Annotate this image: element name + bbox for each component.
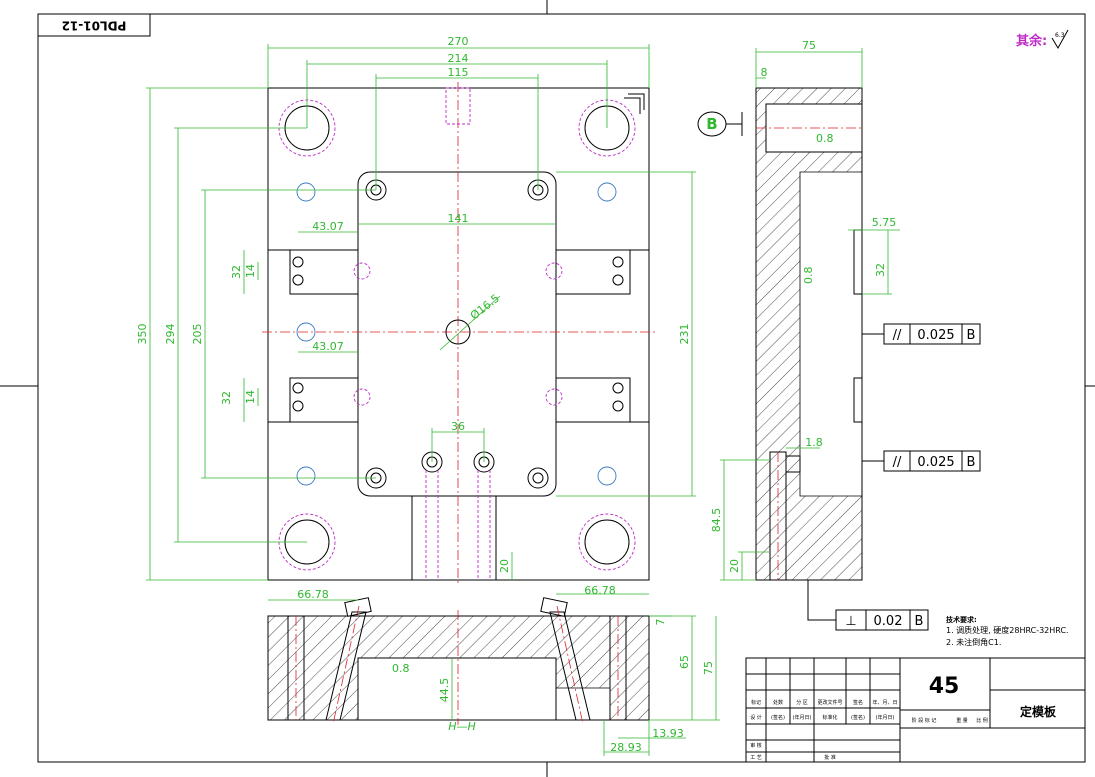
datum-letter: B: [706, 115, 717, 133]
tol-value: 0.025: [917, 455, 954, 470]
side-dimensions: 75 8 5.75 32 1.8 84.5 20 0.8 0.8: [710, 39, 900, 581]
tb-stage: 阶 段 标 记: [912, 717, 937, 724]
dim-44-5: 44.5: [438, 678, 451, 703]
tol-symbol: //: [893, 328, 902, 343]
dim-13-93: 13.93: [652, 727, 684, 740]
tb-header-1: 标记: [751, 699, 761, 706]
dim-214: 214: [448, 52, 469, 65]
tb-header-4: 更改文件号: [817, 699, 842, 706]
tb-design-2: (签名): [771, 714, 785, 721]
technical-requirements: 技术要求: 1. 调质处理, 硬度28HRC-32HRC. 2. 未注倒角C1.: [946, 615, 1069, 647]
dim-270: 270: [448, 35, 469, 48]
dim-20-side: 20: [728, 559, 741, 573]
drawing-code: PDL01-12: [62, 19, 127, 33]
dim-205: 205: [191, 324, 204, 345]
dim-14-b: 14: [244, 390, 257, 404]
dim-32-b: 32: [220, 391, 233, 405]
dim-43-07-b: 43.07: [312, 340, 344, 353]
tb-design-3: (年月日): [793, 714, 812, 721]
tolerance-frame-1: // 0.025 B: [862, 323, 981, 345]
tb-design-5: (签名): [851, 714, 865, 721]
roughness-symbol-icon: [1051, 29, 1069, 49]
dim-350: 350: [136, 324, 149, 345]
title-block: 标记 处数 分 区 更改文件号 签名 年、月、日 设 计 (签名) (年月日) …: [745, 657, 1086, 763]
tb-header-6: 年、月、日: [872, 699, 897, 706]
tol-symbol: ⊥: [845, 614, 856, 629]
tol-value: 0.02: [874, 614, 903, 629]
dim-75-section: 75: [702, 661, 715, 675]
dim-7: 7: [654, 619, 667, 626]
roughness-value: 6.3: [1055, 32, 1065, 39]
section-dimensions: 66.78 66.78 7 65 75 44.5 13.93 28.93 0.8: [268, 584, 720, 756]
plate-outline: [267, 87, 650, 581]
tb-review: 审 核: [750, 742, 762, 749]
datum-b-marker: B: [697, 111, 743, 137]
dim-20-plan: 20: [498, 559, 511, 573]
surface-note-label: 其余:: [1016, 33, 1047, 49]
drawing-frame: [37, 13, 1086, 763]
dim-32-side: 32: [874, 263, 887, 277]
part-name: 定模板: [1020, 704, 1057, 719]
surface-note: 其余: 6.3: [1016, 29, 1069, 49]
dim-32-a: 32: [230, 265, 243, 279]
dim-231: 231: [678, 324, 691, 345]
tol-datum: B: [967, 328, 976, 343]
dim-28-93: 28.93: [610, 741, 642, 754]
rough-0-8-a: 0.8: [816, 132, 834, 145]
dim-66-78-b: 66.78: [584, 584, 616, 597]
tb-scale: 比 例: [976, 717, 988, 724]
dim-dia-16-5: Ø16.5: [468, 292, 502, 323]
dim-14-a: 14: [244, 264, 257, 278]
dim-65: 65: [678, 655, 691, 669]
tb-header-5: 签名: [853, 699, 863, 706]
dim-141: 141: [448, 212, 469, 225]
tech-note-title: 技术要求:: [946, 615, 977, 624]
material-code: 45: [929, 674, 960, 699]
dim-115: 115: [448, 66, 469, 79]
tb-design-6: (年月日): [876, 714, 895, 721]
dim-36: 36: [451, 420, 465, 433]
dim-66-78-a: 66.78: [297, 588, 329, 601]
plan-view: 270 214 115 141 43.07 43.07 32 14 32 14 …: [136, 35, 696, 585]
tb-process: 工 艺: [750, 755, 762, 761]
drawing-code-box: PDL01-12: [37, 13, 151, 37]
tol-datum: B: [915, 614, 924, 629]
tb-header-2: 处数: [773, 699, 783, 706]
tb-design-4: 标准化: [822, 714, 837, 721]
tb-header-3: 分 区: [796, 699, 808, 706]
dim-5-75: 5.75: [872, 216, 897, 229]
dim-43-07-a: 43.07: [312, 220, 344, 233]
tol-datum: B: [967, 455, 976, 470]
tb-weight: 重 量: [956, 717, 968, 724]
return-pin-hole-icon: [296, 182, 617, 486]
dim-84-5: 84.5: [710, 508, 723, 533]
plan-dimensions: 270 214 115 141 43.07 43.07 32 14 32 14 …: [136, 35, 696, 581]
tolerance-frame-3: ⊥ 0.02 B: [807, 580, 929, 631]
section-view: 66.78 66.78 7 65 75 44.5 13.93 28.93 0.8…: [267, 584, 720, 756]
dim-294: 294: [164, 324, 177, 345]
tol-symbol: //: [893, 455, 902, 470]
tech-note-1: 1. 调质处理, 硬度28HRC-32HRC.: [946, 625, 1069, 635]
dim-75-side: 75: [802, 39, 816, 52]
section-label: H—H: [448, 720, 476, 733]
tol-value: 0.025: [917, 328, 954, 343]
dim-8: 8: [761, 66, 768, 79]
tb-approve: 批 准: [824, 754, 836, 761]
rough-0-8-b: 0.8: [802, 267, 815, 285]
side-view: B 75 8 5.75 32 1.8 84.5 20 0.8 0.8: [697, 39, 981, 631]
tech-note-2: 2. 未注倒角C1.: [946, 637, 1001, 647]
sprue-hole-icon: [445, 319, 471, 345]
tolerance-frame-2: // 0.025 B: [862, 450, 981, 472]
rough-0-8-section: 0.8: [392, 662, 410, 675]
tb-design-1: 设 计: [750, 714, 762, 721]
dim-1-8: 1.8: [805, 436, 823, 449]
